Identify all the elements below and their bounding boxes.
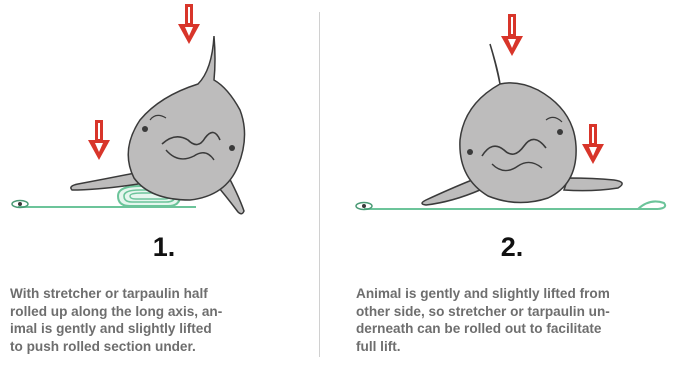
caption-line: full lift. <box>356 338 682 356</box>
step-1-panel: 1. With stretcher or tarpaulin half roll… <box>0 0 340 369</box>
panel-divider <box>319 12 320 357</box>
dolphin-body <box>128 36 244 200</box>
caption-line: Animal is gently and slightly lifted fro… <box>356 285 682 303</box>
caption-line: With stretcher or tarpaulin half <box>10 285 282 303</box>
left-flipper <box>422 180 480 205</box>
down-arrow-top <box>501 14 523 56</box>
step-caption: Animal is gently and slightly lifted fro… <box>356 285 682 355</box>
step-1-illustration <box>0 0 340 225</box>
step-number: 1. <box>0 232 328 263</box>
step-number: 2. <box>342 232 682 263</box>
caption-line: derneath can be rolled out to facilitate <box>356 320 682 338</box>
step-2-illustration <box>342 0 682 225</box>
step-2-panel: 2. Animal is gently and slightly lifted … <box>342 0 682 369</box>
down-arrow-left <box>88 120 110 160</box>
down-arrow-top <box>178 4 200 44</box>
step-caption: With stretcher or tarpaulin half rolled … <box>10 285 282 355</box>
right-flipper <box>564 178 622 191</box>
caption-line: other side, so stretcher or tarpaulin un… <box>356 303 682 321</box>
down-arrow-right <box>582 124 604 164</box>
dolphin-body <box>460 44 576 203</box>
caption-line: imal is gently and slightly lifted <box>10 320 282 338</box>
caption-line: rolled up along the long axis, an- <box>10 303 282 321</box>
caption-line: to push rolled section under. <box>10 338 282 356</box>
